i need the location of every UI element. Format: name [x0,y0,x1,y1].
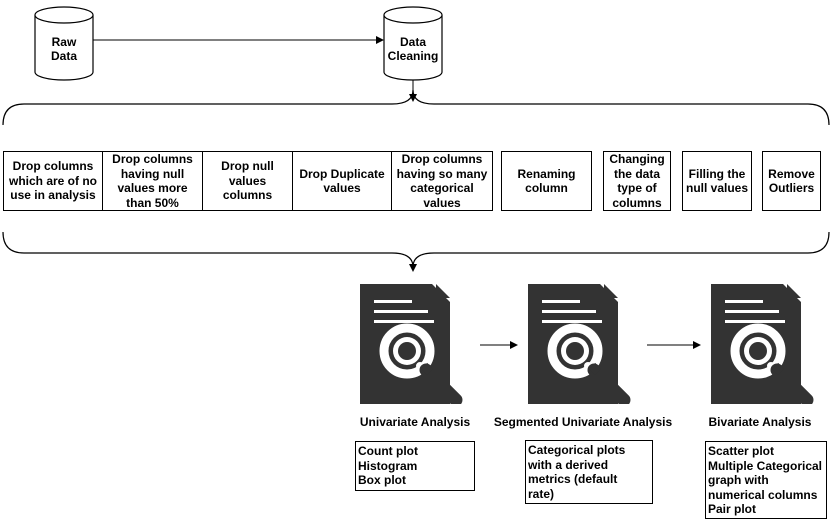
step-drop-categorical-columns: Drop columns having so many categorical … [391,151,493,211]
step-drop-null-heavy-columns: Drop columns having null values more tha… [102,151,203,211]
step-drop-null-values-columns: Drop null values columns [202,151,293,211]
univariate-analysis-title: Univariate Analysis [359,415,471,429]
bivariate-document-search-icon [711,284,807,404]
step-remove-outliers: Remove Outliers [762,151,821,211]
data-cleaning-label: Data Cleaning [387,34,439,64]
step-drop-duplicate-values: Drop Duplicate values [292,151,392,211]
step-drop-unused-columns: Drop columns which are of no use in anal… [3,151,103,211]
univariate-document-search-icon [360,284,456,404]
step-filling-null-values: Filling the null values [682,151,752,211]
data-cleaning-database-icon [383,6,443,81]
segmented-plots-note: Categorical plots with a derived metrics… [525,440,653,504]
bivariate-plots-note: Scatter plot Multiple Categorical graph … [705,441,827,519]
segmented-document-search-icon [528,284,624,404]
univariate-plots-note: Count plot Histogram Box plot [355,441,475,491]
bottom-curly-brace [2,231,830,268]
top-curly-brace [2,89,830,126]
step-renaming-column: Renaming column [501,151,592,211]
step-changing-data-type: Changing the data type of columns [603,151,671,211]
bivariate-analysis-title: Bivariate Analysis [708,415,812,429]
segmented-univariate-analysis-title: Segmented Univariate Analysis [493,415,673,429]
raw-data-database-icon [34,6,94,81]
raw-data-label: Raw Data [50,34,77,64]
